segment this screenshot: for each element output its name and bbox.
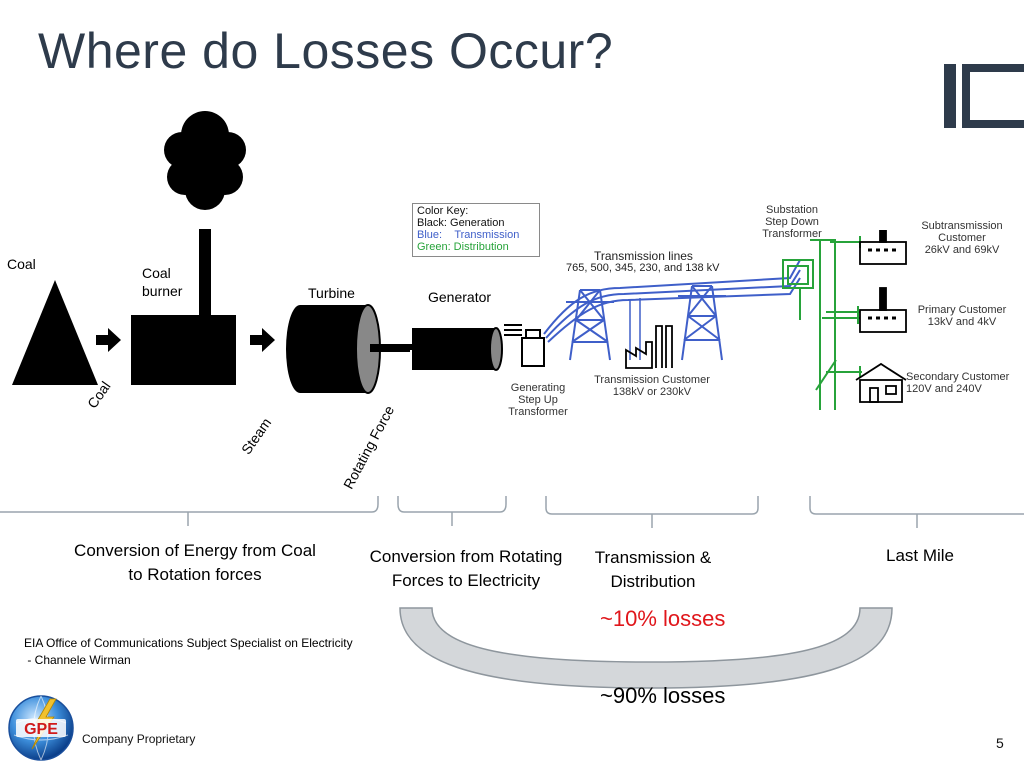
turbine-icon <box>286 304 381 394</box>
chimney <box>199 229 211 317</box>
footer-text: Company Proprietary <box>82 732 196 746</box>
primary-building-icon <box>859 287 907 333</box>
primary-customer-label: Primary Customer 13kV and 4kV <box>917 304 1007 328</box>
losses-ten-percent: ~10% losses <box>600 606 726 631</box>
stage-label-electricity: Conversion from Rotating Forces to Elect… <box>369 547 563 590</box>
color-key: Color Key: Black: Generation Blue: Trans… <box>412 203 540 257</box>
transmission-tower-icon <box>566 285 726 361</box>
voltages-label: 765, 500, 345, 230, and 138 kV <box>566 262 720 274</box>
coal-pile-icon <box>12 280 98 385</box>
generator-label: Generator <box>428 289 492 305</box>
credit-line-2: - Channele Wirman <box>24 653 131 667</box>
page-number: 5 <box>996 735 1004 751</box>
corner-decoration <box>944 64 1024 128</box>
color-key-title: Color Key: <box>417 205 469 217</box>
coal-burner-box <box>131 315 236 385</box>
transmission-customer-label: Transmission Customer 138kV or 230kV <box>594 374 710 398</box>
coal-label: Coal <box>7 256 36 272</box>
subtransmission-label: Subtransmission Customer 26kV and 69kV <box>921 220 1003 256</box>
credit-source: EIA Office of Communications Subject Spe… <box>24 635 353 669</box>
turbine-label: Turbine <box>308 285 355 301</box>
house-icon <box>855 362 907 403</box>
color-key-green: Green: Distribution <box>417 241 509 253</box>
stage-label-transmission: Transmission & Distribution <box>594 548 712 591</box>
stage-label-rotation: Conversion of Energy from Coal to Rotati… <box>74 541 316 584</box>
secondary-customer-label: Secondary Customer 120V and 240V <box>906 371 1010 395</box>
substation-transformer-icon <box>782 259 814 320</box>
step-up-transformer-label: Generating Step Up Transformer <box>508 382 568 418</box>
slide-title: Where do Losses Occur? <box>38 23 614 79</box>
factory-icon <box>625 325 673 369</box>
credit-line-1: EIA Office of Communications Subject Spe… <box>24 636 353 650</box>
logo-text: GPE <box>24 721 58 738</box>
arrow-icon <box>96 328 275 352</box>
smoke-cloud-icon <box>164 111 246 210</box>
generator-icon <box>404 327 503 371</box>
grid-diagram <box>504 230 907 410</box>
process-diagram <box>12 111 410 394</box>
coal-burner-label: Coal burner <box>142 265 183 299</box>
stage-brackets <box>0 496 1024 689</box>
subtransmission-building-icon <box>859 230 907 265</box>
stage-label-last-mile: Last Mile <box>885 546 955 565</box>
substation-label: Substation Step Down Transformer <box>762 204 822 240</box>
color-key-black: Black: Generation <box>417 217 505 229</box>
gpe-logo: GPE <box>8 695 74 761</box>
shaft <box>370 344 410 352</box>
transmission-lines-label: Transmission lines <box>594 249 693 263</box>
step-up-transformer-icon <box>504 324 545 367</box>
loss-arc <box>399 607 893 689</box>
losses-ninety-percent: ~90% losses <box>600 683 726 708</box>
color-key-blue: Blue: Transmission <box>417 229 520 241</box>
